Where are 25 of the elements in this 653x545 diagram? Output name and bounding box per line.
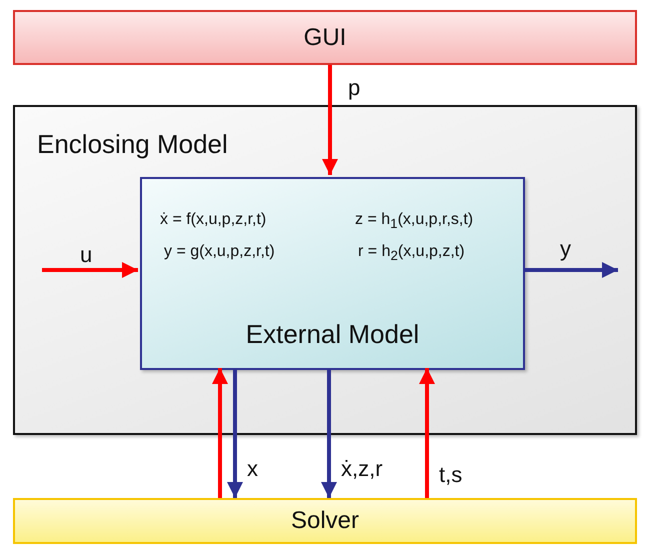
- node-title: Enclosing Model: [37, 129, 228, 160]
- module-bar: [13, 10, 637, 65]
- equation: r = h$_{2}$(x,u,p,z,t): [358, 243, 465, 264]
- equation: ẋ = f(x,u,p,z,r,t): [160, 211, 266, 229]
- equation: z = h$_{1}$(x,u,p,r,s,t): [355, 211, 474, 232]
- node-title: GUI: [302, 24, 348, 52]
- arrow: [212, 368, 228, 498]
- arrow: [419, 368, 435, 498]
- node-title: Solver: [290, 507, 360, 536]
- edge-label: t,s: [439, 462, 462, 488]
- model-box: [140, 177, 525, 370]
- equation: y = g(x,u,p,z,r,t): [164, 243, 275, 261]
- edge-label: x: [247, 456, 258, 482]
- arrow: [321, 368, 337, 498]
- arrow: [322, 65, 338, 175]
- arrow: [523, 262, 618, 278]
- edge-label: ẋ,z,r: [341, 456, 383, 482]
- edge-label: u: [80, 242, 92, 268]
- edge-label: y: [560, 236, 571, 262]
- arrow: [42, 262, 138, 278]
- node-title: External Model: [244, 319, 420, 350]
- model-frame: [13, 105, 637, 435]
- arrow: [227, 368, 243, 498]
- edge-label: p: [348, 75, 360, 101]
- module-bar: [13, 498, 637, 544]
